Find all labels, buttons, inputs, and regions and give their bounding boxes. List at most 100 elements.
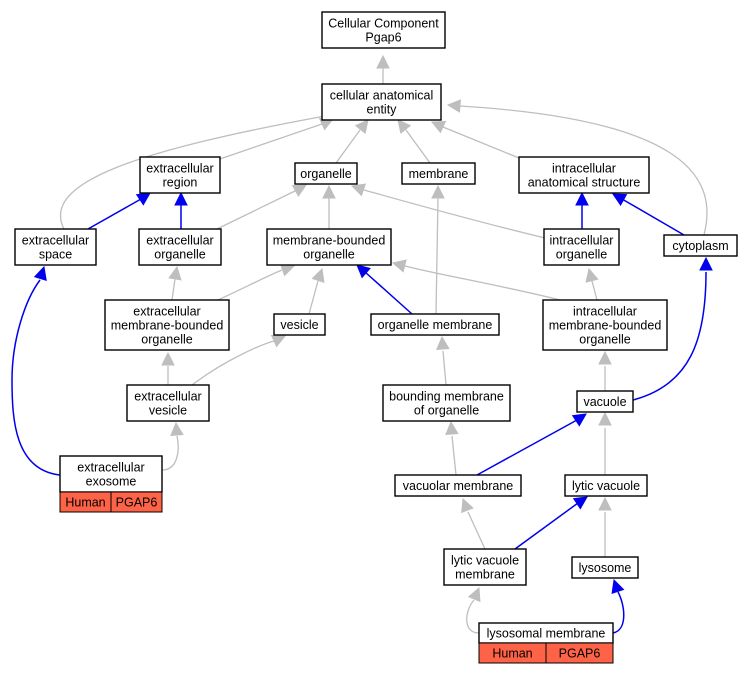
node-lysosomal-membrane-label-line: lysosomal membrane bbox=[487, 627, 606, 641]
node-membrane-bounded-organelle-label-line: organelle bbox=[303, 248, 354, 262]
gene-label: PGAP6 bbox=[116, 496, 158, 510]
edge-lm-to-lvm-arrowhead bbox=[467, 586, 481, 603]
edge-ev-to-ves-line bbox=[191, 340, 275, 386]
edge-mem-to-cae bbox=[397, 119, 431, 164]
node-vacuole[interactable]: vacuole bbox=[576, 390, 634, 413]
edge-lvm-to-vm bbox=[461, 497, 486, 550]
node-vacuole-box bbox=[576, 390, 634, 413]
node-intracellular-anatomical-structure-box bbox=[518, 156, 650, 194]
edge-vac-to-imo-arrowhead bbox=[598, 350, 612, 365]
gene-label: PGAP6 bbox=[559, 647, 601, 661]
edge-ev-to-ves bbox=[191, 334, 287, 386]
node-extracellular-region-label-line: region bbox=[163, 176, 198, 190]
node-vacuolar-membrane-label-line: vacuolar membrane bbox=[403, 479, 514, 493]
node-organelle-label-line: organelle bbox=[300, 167, 351, 181]
node-intracellular-membrane-bounded-organelle-label-line: membrane-bounded bbox=[549, 319, 662, 333]
edge-om-to-mbo bbox=[356, 264, 413, 315]
edge-ves-to-mbo-arrowhead bbox=[311, 267, 325, 284]
node-extracellular-vesicle-label-line: extracellular bbox=[134, 390, 201, 404]
edges-layer bbox=[11, 54, 713, 634]
edge-vm-to-vac-arrowhead bbox=[571, 413, 587, 427]
node-lytic-vacuole-membrane-label-line: lytic vacuole bbox=[451, 554, 519, 568]
edge-cyt-to-ias-line bbox=[621, 198, 685, 236]
edge-es-to-er-line bbox=[87, 198, 142, 230]
edge-lv-to-vac bbox=[598, 411, 612, 475]
edge-exo-to-es bbox=[11, 265, 61, 476]
edge-lvm-to-lv-arrowhead bbox=[572, 496, 588, 510]
node-membrane-bounded-organelle-box bbox=[266, 228, 392, 266]
edge-lm-to-lys-line bbox=[612, 591, 625, 634]
node-cytoplasm[interactable]: cytoplasm bbox=[663, 234, 738, 257]
edge-io-to-org-line bbox=[363, 189, 546, 239]
node-vacuole-label-line: vacuole bbox=[583, 395, 626, 409]
node-membrane-bounded-organelle-label-line: membrane-bounded bbox=[273, 234, 386, 248]
node-intracellular-organelle-box bbox=[543, 228, 620, 266]
edge-vac-to-cyt-line bbox=[632, 271, 707, 401]
node-intracellular-membrane-bounded-organelle-box bbox=[542, 299, 668, 351]
edge-exo-to-es-line bbox=[11, 279, 61, 476]
edge-lv-to-vac-arrowhead bbox=[598, 411, 612, 426]
edge-ias-to-cae bbox=[430, 120, 520, 159]
node-membrane-box bbox=[401, 162, 476, 185]
edge-mem-to-cae-arrowhead bbox=[397, 119, 412, 135]
node-extracellular-exosome-annotation: Human PGAP6 bbox=[59, 491, 163, 513]
node-lytic-vacuole-membrane-label-line: membrane bbox=[455, 568, 515, 582]
node-extracellular-organelle-label-line: organelle bbox=[154, 248, 205, 262]
edge-emo-to-mbo-line bbox=[217, 269, 283, 301]
node-vesicle-box bbox=[273, 313, 326, 336]
node-organelle-membrane[interactable]: organelle membrane bbox=[370, 313, 500, 336]
edge-vac-to-cyt-arrowhead bbox=[699, 256, 713, 271]
node-membrane[interactable]: membrane bbox=[401, 162, 476, 185]
node-bounding-membrane-of-organelle-label-line: bounding membrane bbox=[389, 390, 504, 404]
node-cellular-component-label-line: Pgap6 bbox=[365, 31, 401, 45]
edge-cyt-to-ias-arrowhead bbox=[612, 193, 628, 207]
node-membrane-label-line: membrane bbox=[409, 167, 469, 181]
edge-vac-to-cyt bbox=[632, 256, 713, 401]
edge-mbo-to-org-arrowhead bbox=[322, 184, 336, 199]
edge-lm-to-lys bbox=[611, 578, 625, 634]
edge-lys-to-lv-arrowhead bbox=[598, 496, 612, 511]
edge-om-to-mem bbox=[431, 184, 445, 315]
node-intracellular-membrane-bounded-organelle-label-line: intracellular bbox=[573, 305, 637, 319]
edge-cae-to-cc-arrowhead bbox=[376, 54, 390, 69]
node-vesicle[interactable]: vesicle bbox=[273, 313, 326, 336]
edge-cyt-to-cae-arrowhead bbox=[446, 99, 462, 113]
node-lytic-vacuole[interactable]: lytic vacuole bbox=[564, 474, 648, 497]
edge-ev-to-emo bbox=[161, 351, 175, 385]
edge-mbo-to-org bbox=[322, 184, 336, 229]
edge-lvm-to-vm-arrowhead bbox=[461, 497, 474, 514]
node-vacuolar-membrane[interactable]: vacuolar membrane bbox=[394, 474, 522, 497]
node-extracellular-space-box bbox=[14, 228, 97, 266]
edge-ias-to-cae-arrowhead bbox=[430, 120, 447, 134]
node-cellular-anatomical-entity-label-line: entity bbox=[367, 103, 398, 117]
node-cellular-anatomical-entity-label-line: cellular anatomical bbox=[330, 89, 434, 103]
edge-eo-to-org-arrowhead bbox=[291, 184, 307, 198]
edge-imo-to-io bbox=[585, 267, 599, 301]
edge-imo-to-io-arrowhead bbox=[585, 267, 599, 283]
node-extracellular-space-label-line: extracellular bbox=[22, 234, 89, 248]
node-lysosome[interactable]: lysosome bbox=[571, 556, 639, 579]
node-organelle[interactable]: organelle bbox=[294, 162, 358, 185]
edge-lm-to-lvm-line bbox=[466, 599, 480, 634]
edge-cyt-to-cae-line bbox=[459, 105, 708, 236]
species-label: Human bbox=[65, 496, 105, 510]
node-lytic-vacuole-box bbox=[564, 474, 648, 497]
edge-ev-to-ves-arrowhead bbox=[270, 334, 287, 348]
node-intracellular-organelle-label-line: intracellular bbox=[550, 234, 614, 248]
